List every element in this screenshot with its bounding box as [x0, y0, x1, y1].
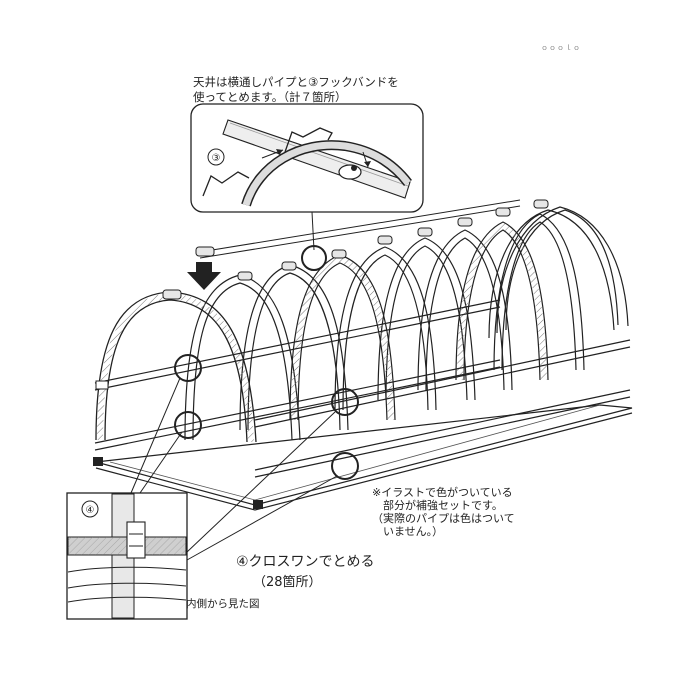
- crosswan-detail-box: ④: [66, 492, 188, 620]
- side-note-line-3: （実際のパイプは色はついて: [372, 512, 515, 525]
- detail-leader-lines: [130, 377, 338, 561]
- side-note-line-2: 部分が補強セットです。: [372, 499, 503, 512]
- crosswan-location-circle-3: [331, 388, 359, 416]
- corner-stamp: ｏｏｏｌｏ: [541, 44, 581, 52]
- greenhouse-frame: [93, 199, 633, 561]
- crosswan-label: ④クロスワンでとめる: [236, 554, 375, 570]
- crosswan-location-circle-1: [174, 354, 202, 382]
- side-note-line-1: ※イラストで色がついている: [372, 486, 513, 499]
- top-note-line-2: 使ってとめます。（計７箇所）: [193, 90, 347, 104]
- down-arrow-icon: [187, 262, 221, 290]
- hook-band-number: ③: [212, 153, 221, 164]
- crosswan-number: ④: [86, 505, 95, 516]
- hook-band-detail-inset: ③: [190, 103, 424, 213]
- hook-band-location-circle: [301, 245, 327, 271]
- side-note-line-4: いません。）: [372, 525, 444, 538]
- crosswan-count: （28箇所）: [253, 575, 322, 590]
- crosswan-location-circle-2: [174, 411, 202, 439]
- reinforcement-note: ※イラストで色がついている 部分が補強セットです。 （実際のパイプは色はついて …: [372, 486, 515, 538]
- top-note-line-1: 天井は横通しパイプと③フックバンドを: [193, 75, 399, 89]
- top-instruction-note: 天井は横通しパイプと③フックバンドを 使ってとめます。（計７箇所）: [193, 75, 399, 105]
- inset-leader-line: [311, 211, 315, 251]
- crosswan-location-circle-4: [331, 452, 359, 480]
- inside-view-caption: 内側から見た図: [186, 598, 260, 610]
